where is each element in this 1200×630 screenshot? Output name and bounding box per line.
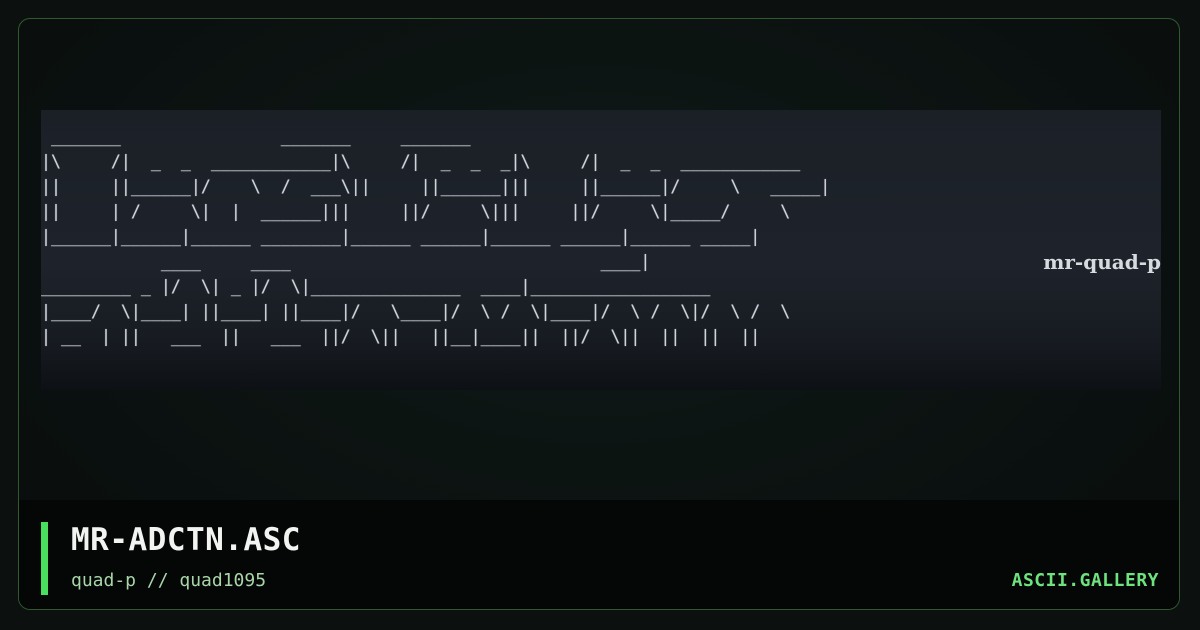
ascii-art-text: _______ _______ _______ |\ /| _ _ ______… xyxy=(41,127,831,346)
ascii-art-preview: _______ _______ _______ |\ /| _ _ ______… xyxy=(41,110,1161,390)
accent-bar xyxy=(41,522,48,595)
card: _______ _______ _______ |\ /| _ _ ______… xyxy=(18,18,1180,610)
art-signature: mr-quad-p xyxy=(1043,250,1161,274)
site-brand: ASCII.GALLERY xyxy=(1011,570,1159,591)
author-line: quad-p // quad1095 xyxy=(71,570,267,591)
page-title: MR-ADCTN.ASC xyxy=(71,522,301,558)
footer: MR-ADCTN.ASC quad-p // quad1095 ASCII.GA… xyxy=(19,500,1179,609)
